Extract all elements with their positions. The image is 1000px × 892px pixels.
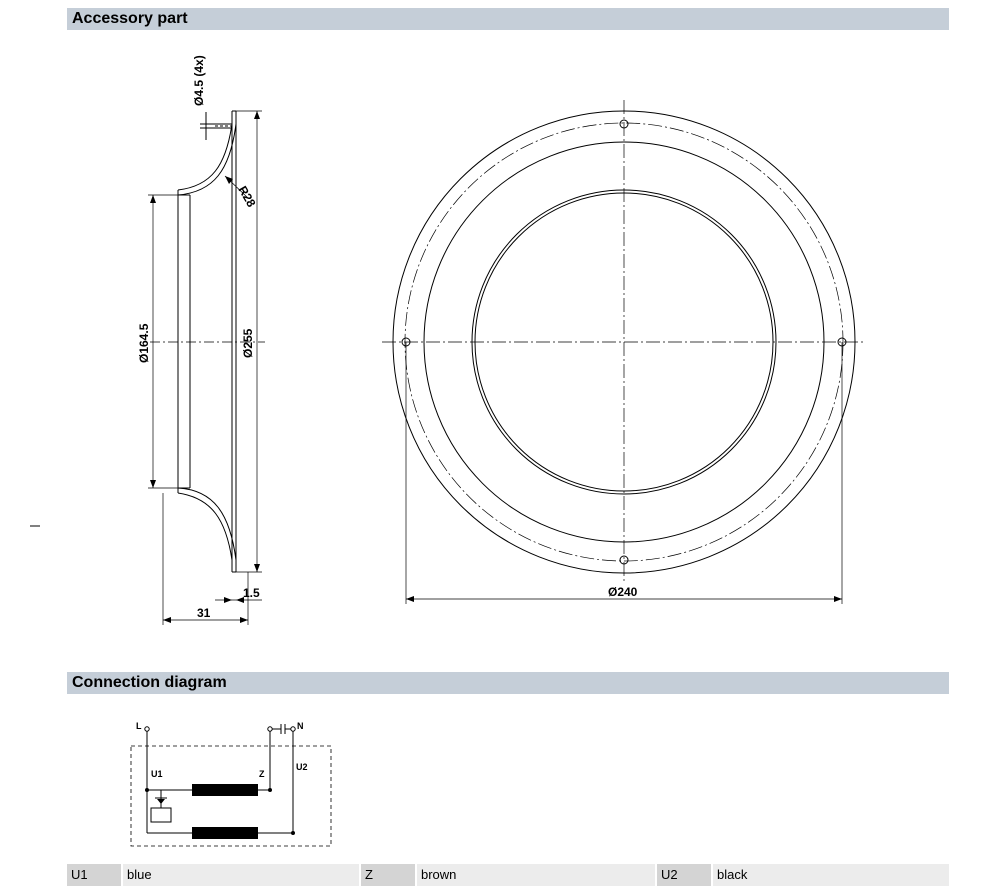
dim-radius: R28 [235,184,258,210]
connection-diagram-title: Connection diagram [72,674,227,691]
legend-code-2: Z [361,864,415,886]
legend-color-2: brown [417,864,655,886]
winding-aux [192,827,258,839]
dim-depth: 31 [197,606,211,620]
side-profile [148,110,265,625]
label-N: N [297,721,304,731]
connection-diagram [130,724,332,847]
dim-thickness: 1.5 [243,586,260,600]
wire-color-legend: U1 blue Z brown U2 black [67,864,949,886]
label-U2: U2 [296,762,308,772]
dim-outer-diameter: Ø255 [241,328,255,358]
dim-inner-diameter: Ø164.5 [137,323,151,363]
accessory-part-title: Accessory part [72,10,188,27]
label-L: L [136,721,142,731]
front-view [382,100,866,604]
connection-diagram-header: Connection diagram [67,672,949,694]
legend-code-1: U1 [67,864,121,886]
legend-color-1: blue [123,864,359,886]
winding-main [192,784,258,796]
dim-hole: Ø4.5 (4x) [192,55,206,106]
legend-color-3: black [713,864,949,886]
accessory-part-header: Accessory part [67,8,949,30]
label-U1: U1 [151,769,163,779]
label-Z: Z [259,769,265,779]
legend-code-3: U2 [657,864,711,886]
dim-pcd: Ø240 [608,585,638,599]
